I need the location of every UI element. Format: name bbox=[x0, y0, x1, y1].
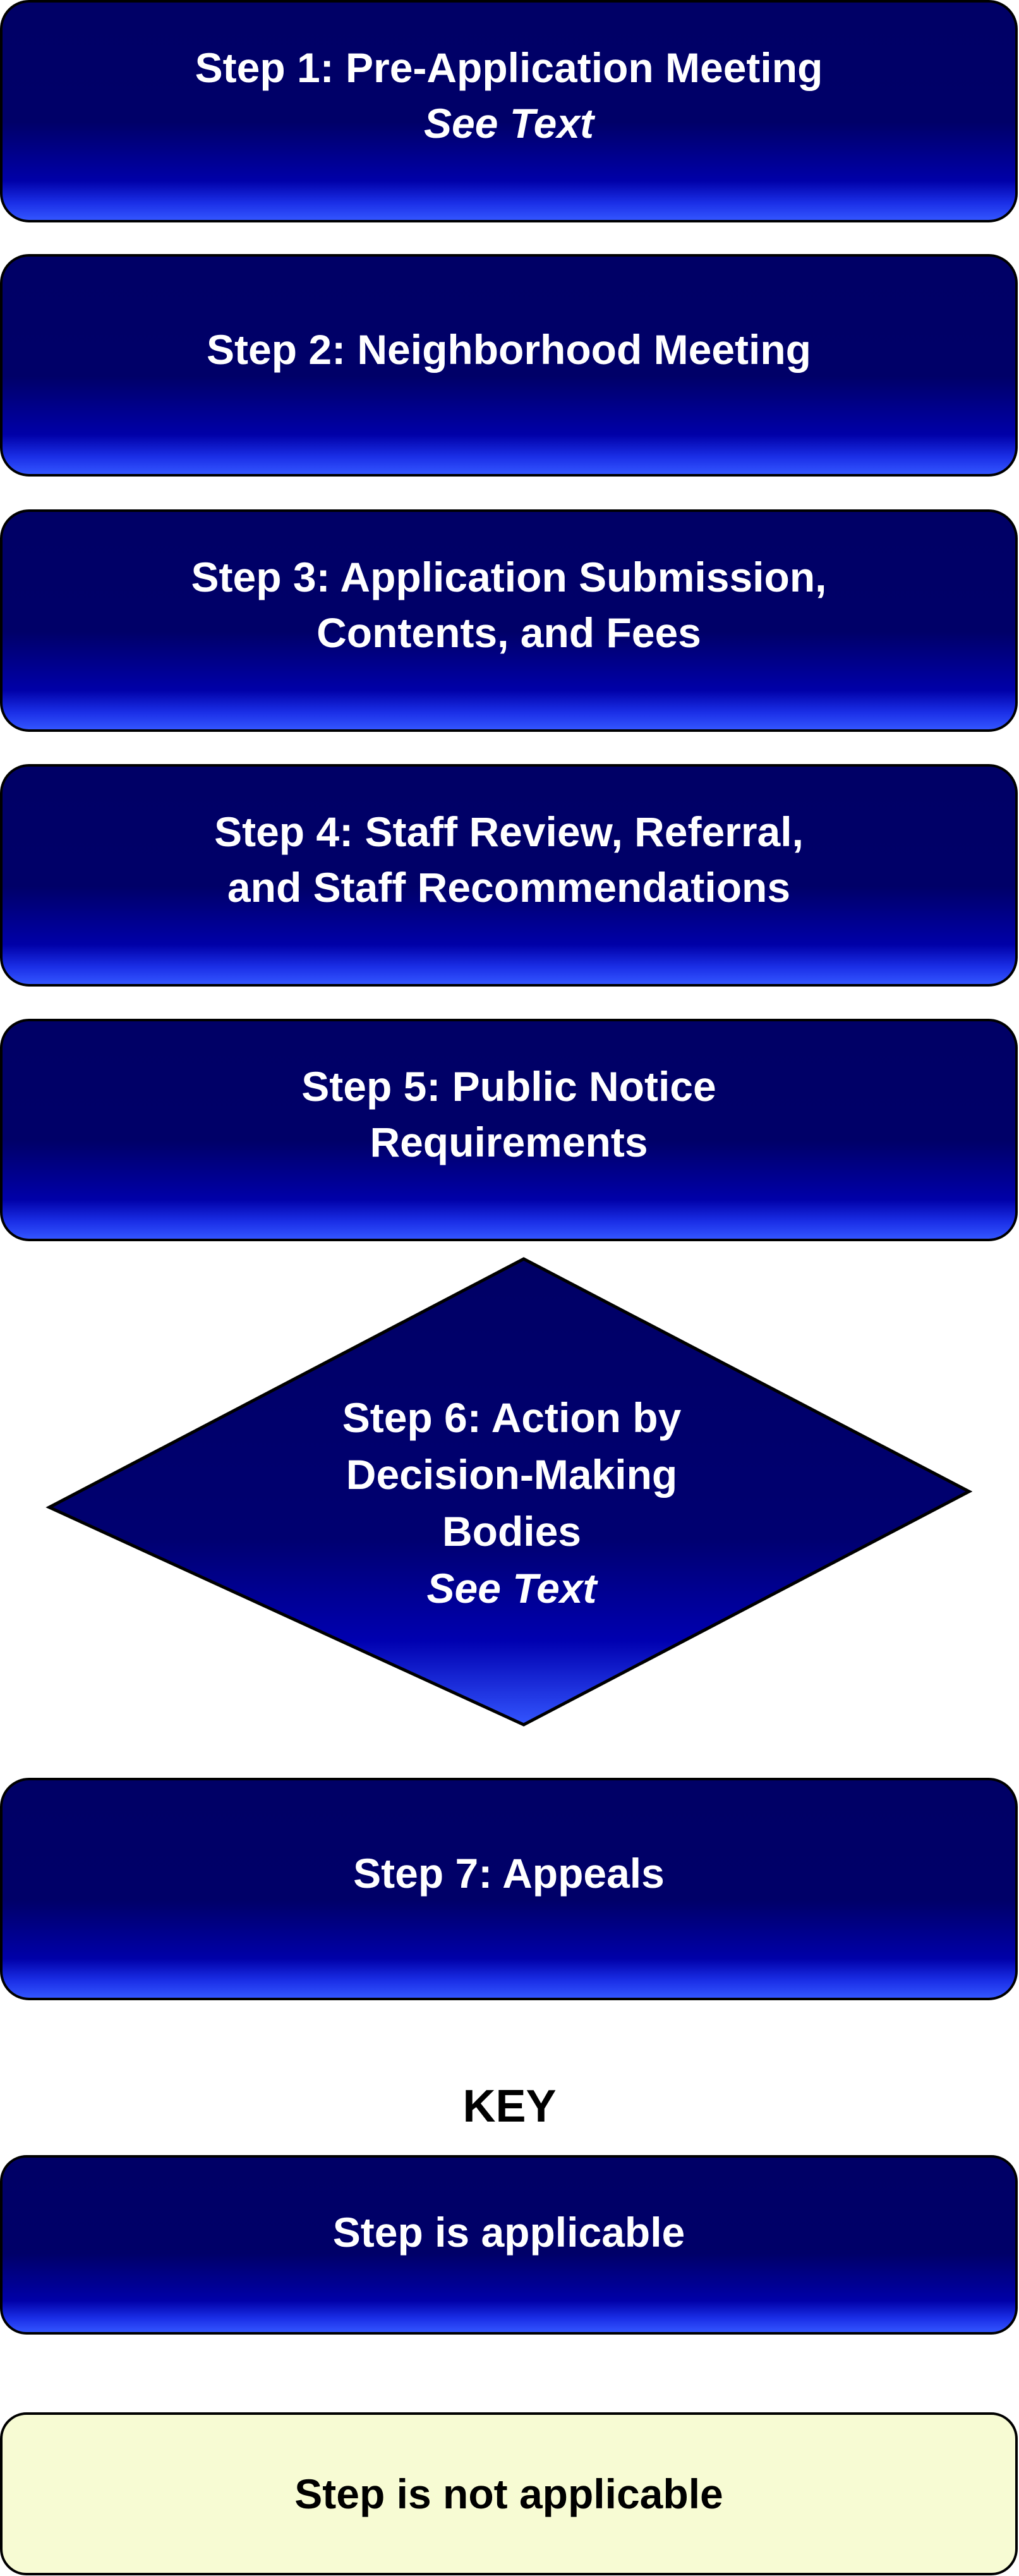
step-1-title: Step 1: Pre-Application Meeting bbox=[195, 44, 823, 91]
key-not-applicable-label: Step is not applicable bbox=[294, 2470, 723, 2517]
step-3-line-1: Step 3: Application Submission, bbox=[191, 554, 827, 600]
step-1-label: Step 1: Pre-Application Meeting See Text bbox=[195, 40, 823, 151]
step-7-box: Step 7: Appeals bbox=[0, 1778, 1018, 2000]
step-7-label: Step 7: Appeals bbox=[353, 1845, 665, 1901]
key-heading: KEY bbox=[462, 2081, 557, 2132]
step-1-see-text: See Text bbox=[423, 100, 594, 147]
step-6-diamond bbox=[45, 1257, 973, 1727]
step-4-label: Step 4: Staff Review, Referral, and Staf… bbox=[214, 804, 804, 915]
step-3-label: Step 3: Application Submission, Contents… bbox=[191, 549, 827, 660]
step-3-line-2: Contents, and Fees bbox=[317, 609, 701, 656]
step-1-box: Step 1: Pre-Application Meeting See Text bbox=[0, 0, 1018, 222]
step-4-box: Step 4: Staff Review, Referral, and Staf… bbox=[0, 764, 1018, 987]
step-6-line-1: Step 6: Action by bbox=[342, 1394, 682, 1441]
step-5-label: Step 5: Public Notice Requirements bbox=[301, 1059, 716, 1170]
step-2-title: Step 2: Neighborhood Meeting bbox=[207, 326, 811, 373]
step-7-title: Step 7: Appeals bbox=[353, 1850, 665, 1897]
step-5-line-1: Step 5: Public Notice bbox=[301, 1063, 716, 1110]
step-2-box: Step 2: Neighborhood Meeting bbox=[0, 254, 1018, 477]
key-applicable-box: Step is applicable bbox=[0, 2155, 1018, 2335]
step-6-label: Step 6: Action by Decision-Making Bodies… bbox=[253, 1389, 771, 1617]
step-5-line-2: Requirements bbox=[370, 1119, 648, 1165]
step-3-box: Step 3: Application Submission, Contents… bbox=[0, 509, 1018, 732]
step-6-line-2: Decision-Making bbox=[346, 1451, 678, 1498]
key-applicable-label: Step is applicable bbox=[332, 2209, 685, 2256]
step-4-line-2: and Staff Recommendations bbox=[227, 864, 791, 911]
step-6-diamond-shape bbox=[45, 1257, 973, 1727]
step-6-line-3: Bodies bbox=[442, 1508, 582, 1555]
step-5-box: Step 5: Public Notice Requirements bbox=[0, 1019, 1018, 1241]
step-4-line-1: Step 4: Staff Review, Referral, bbox=[214, 808, 804, 855]
step-2-label: Step 2: Neighborhood Meeting bbox=[207, 322, 811, 377]
key-not-applicable-box: Step is not applicable bbox=[0, 2412, 1018, 2575]
step-6-see-text: See Text bbox=[426, 1565, 597, 1612]
